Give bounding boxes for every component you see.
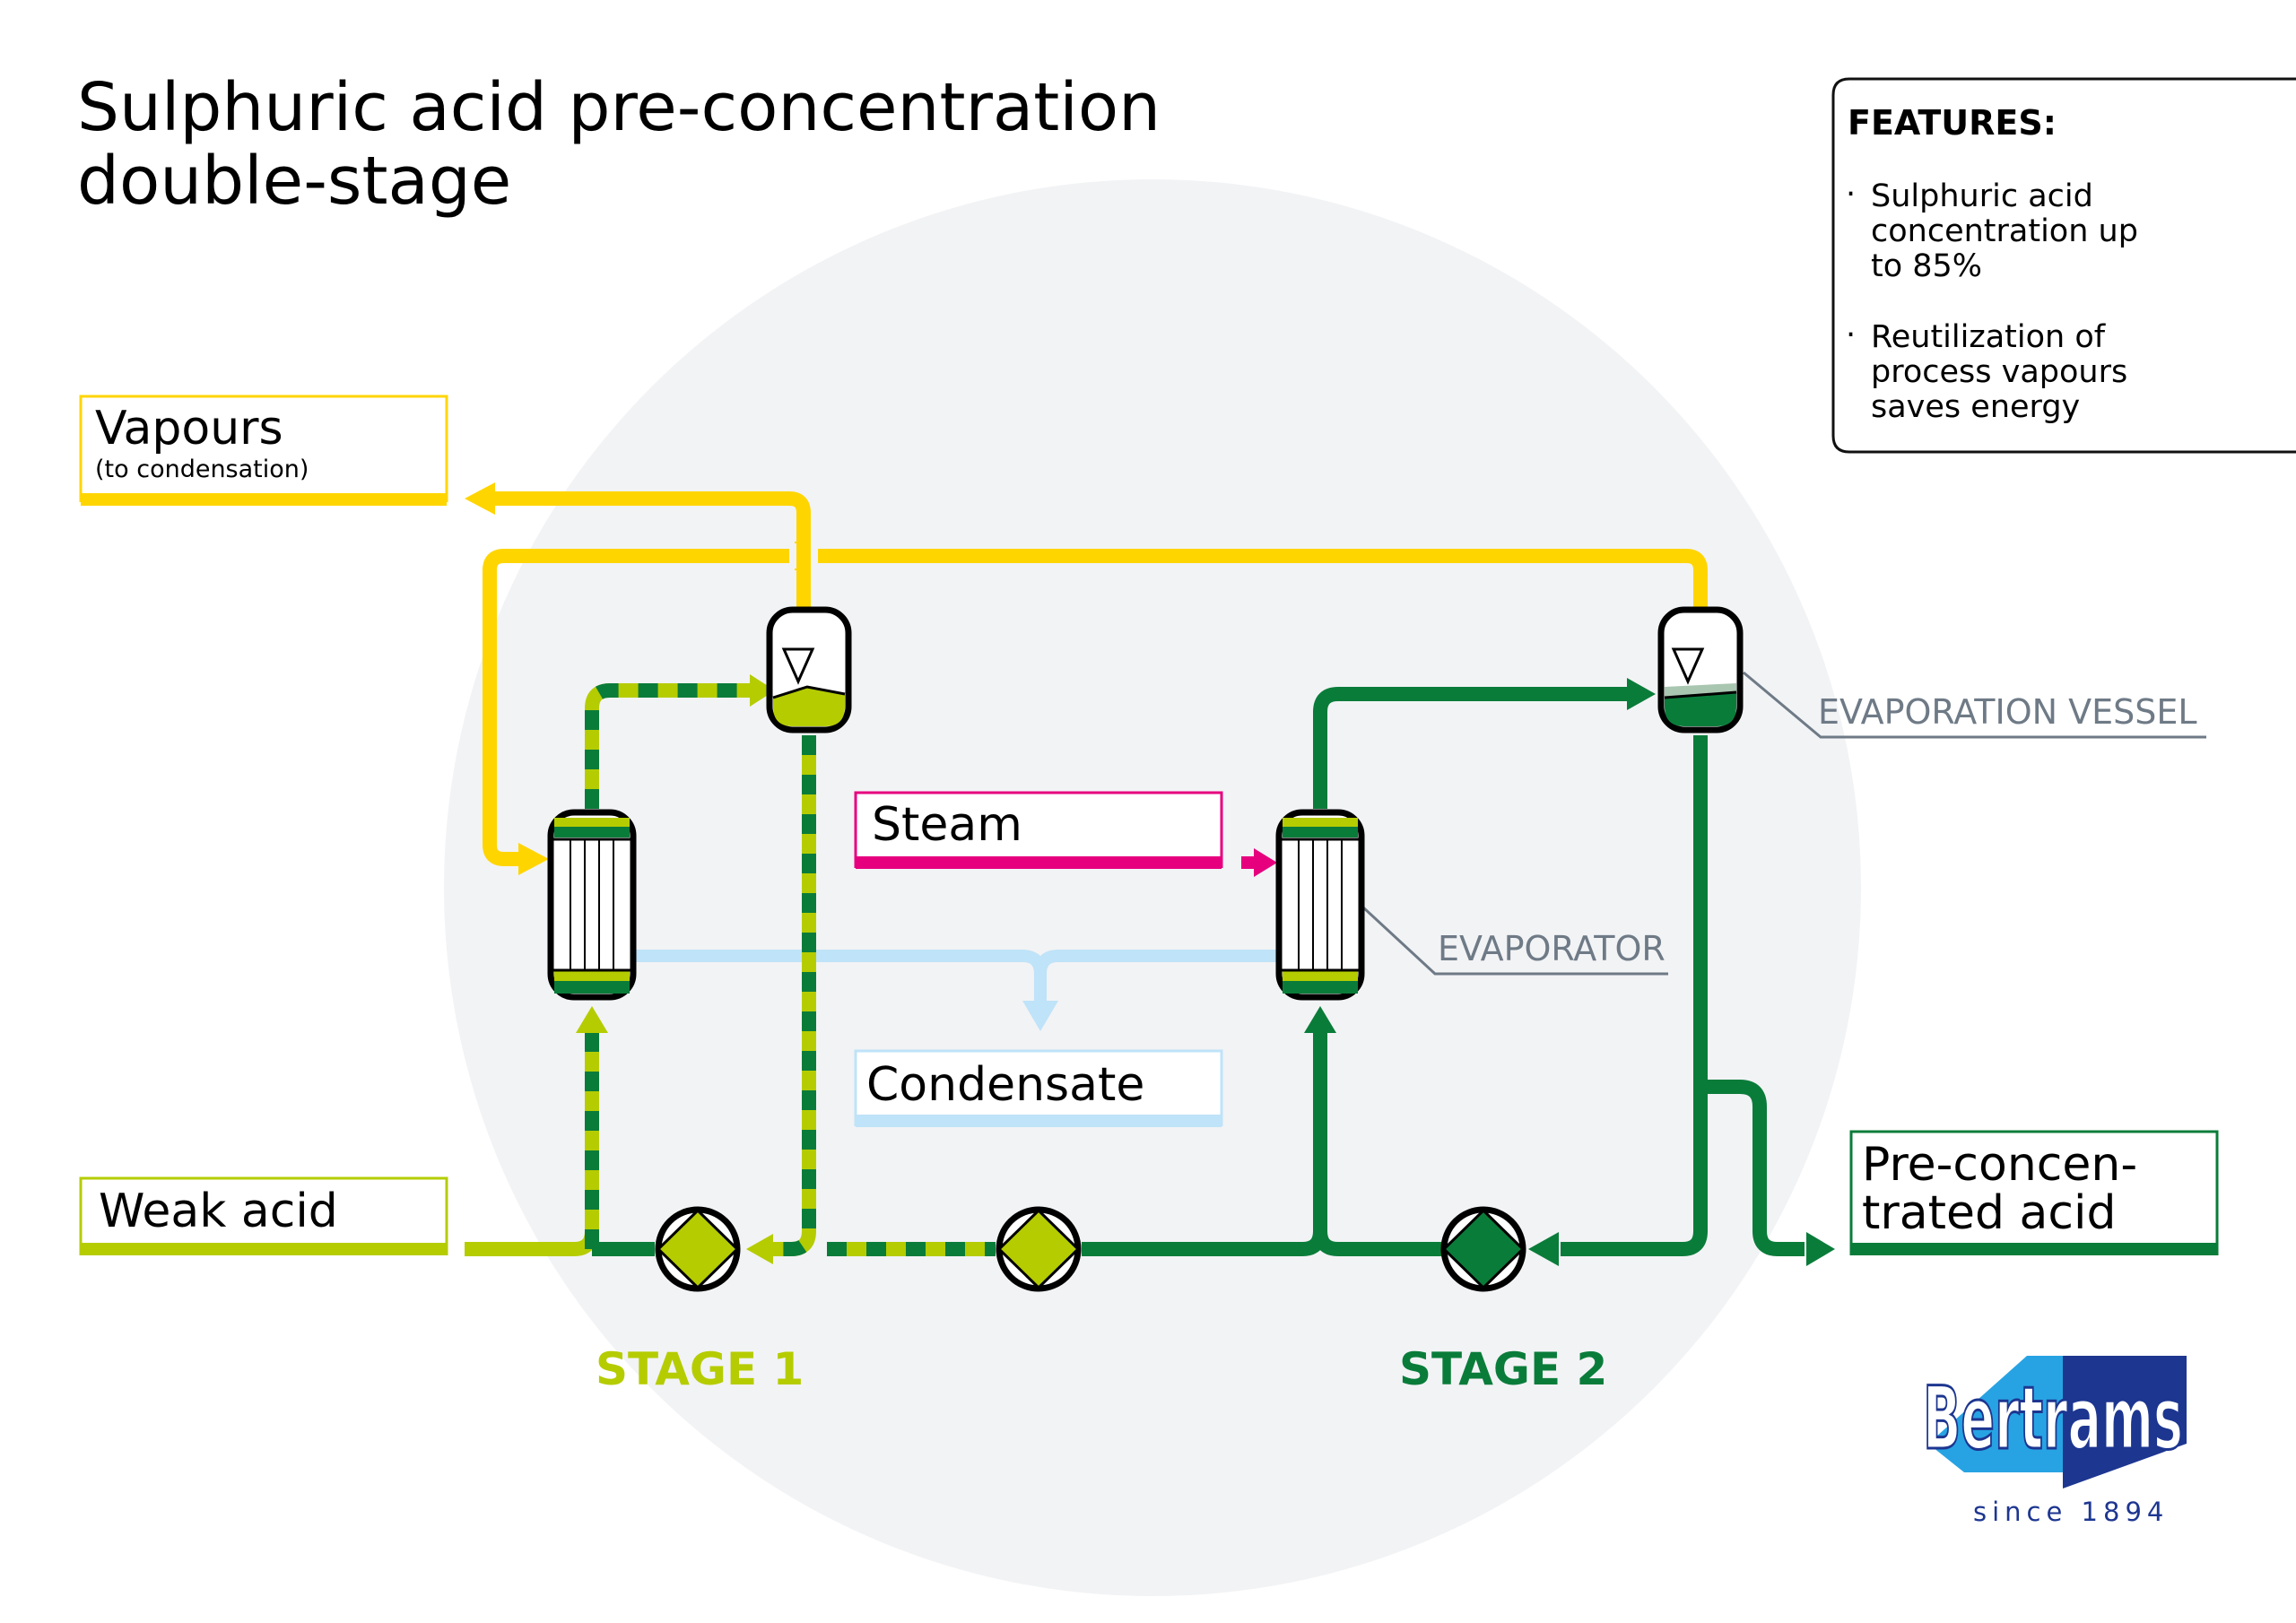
feature-1-line2: concentration up — [1871, 213, 2138, 249]
vapour-outlet-pipe — [484, 491, 811, 610]
page-title-line1: Sulphuric acid pre-concentration — [77, 69, 1161, 146]
evaporation-vessel-text: EVAPORATION VESSEL — [1818, 692, 2197, 732]
pump-3 — [1440, 1206, 1526, 1292]
condensate-label-box: Condensate — [854, 1049, 1223, 1127]
steam-label-box: Steam — [854, 791, 1223, 869]
product-label-line2: trated acid — [1862, 1186, 2116, 1240]
evaporation-vessel-callout: EVAPORATION VESSEL — [1743, 671, 2206, 739]
stage-1-label: STAGE 1 — [596, 1343, 804, 1395]
condensate-arrow — [1022, 1001, 1058, 1031]
features-heading: FEATURES: — [1848, 103, 2057, 143]
features-bullet-2: · — [1846, 317, 1856, 353]
evaporator-callout: EVAPORATOR — [1361, 906, 1668, 976]
vapour-outlet-arrow — [465, 482, 495, 515]
steam-label: Steam — [872, 798, 1022, 852]
vapours-label-box: Vapours (to condensation) — [79, 395, 448, 506]
vapours-label: Vapours — [95, 402, 283, 456]
features-bullet-1: · — [1846, 177, 1856, 213]
page-title-line2: double-stage — [77, 143, 511, 220]
vapour-recycle-arrow — [518, 843, 549, 875]
feature-2-line2: process vapours — [1871, 354, 2127, 390]
evaporator-2 — [1275, 809, 1365, 1001]
vapours-sublabel: (to condensation) — [95, 456, 309, 483]
logo-wordmark: Bertrams — [1923, 1368, 2183, 1469]
condensate-label: Condensate — [866, 1058, 1144, 1112]
feature-2-line1: Reutilization of — [1871, 319, 2106, 355]
stage2-pipes — [1082, 678, 1835, 1266]
product-label-box: Pre-concen- trated acid — [1849, 1130, 2219, 1255]
steam-arrow — [1254, 848, 1277, 877]
evaporation-vessel-1 — [766, 606, 852, 733]
feature-1-line1: Sulphuric acid — [1871, 178, 2093, 214]
bertrams-logo: Bertrams since 1894 — [1922, 1356, 2187, 1527]
feature-1-line3: to 85% — [1871, 248, 1982, 284]
vapour-recycle-pipe — [483, 549, 1708, 866]
weak-acid-label: Weak acid — [99, 1185, 338, 1238]
evaporation-vessel-2 — [1657, 606, 1744, 733]
logo-since: since 1894 — [1973, 1497, 2169, 1527]
pump-1 — [655, 1206, 741, 1292]
stage1-striped-pipes — [576, 674, 996, 1264]
evaporator-1 — [547, 809, 637, 1001]
features-box: FEATURES: · Sulphuric acid concentration… — [1831, 77, 2296, 454]
product-label-line1: Pre-concen- — [1862, 1138, 2137, 1192]
evaporator-text: EVAPORATOR — [1438, 929, 1665, 968]
pump-2 — [996, 1206, 1082, 1292]
stage-2-label: STAGE 2 — [1399, 1343, 1607, 1395]
weak-acid-label-box: Weak acid — [79, 1176, 448, 1255]
feature-2-line3: saves energy — [1871, 389, 2080, 425]
